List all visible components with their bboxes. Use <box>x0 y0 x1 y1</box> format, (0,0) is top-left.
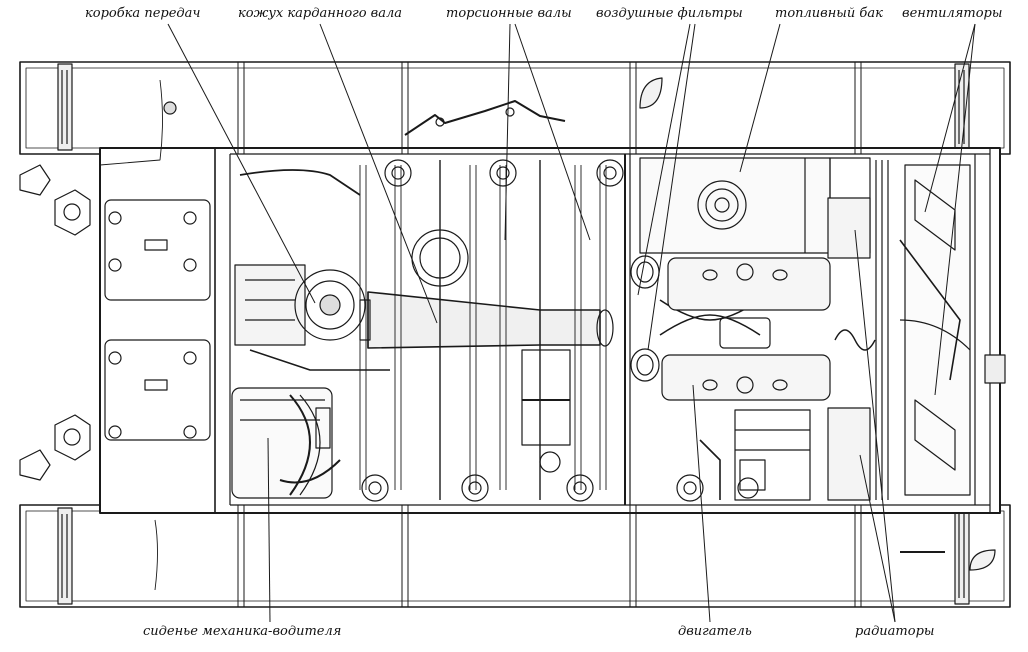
fans <box>899 164 1006 496</box>
label-fans: вентиляторы <box>902 6 1003 21</box>
lower-fender <box>19 504 1011 608</box>
leader-lines <box>167 23 976 623</box>
label-torsion-bars: торсионные валы <box>446 6 572 21</box>
frame-ribs <box>237 62 862 607</box>
label-fuel-tank: топливный бак <box>775 6 883 21</box>
torsion-bars <box>359 160 607 500</box>
label-engine: двигатель <box>678 624 752 639</box>
radiators <box>827 160 889 501</box>
label-radiators: радиаторы <box>855 624 935 639</box>
front-plate <box>19 79 211 481</box>
label-driveshaft-casing: кожух карданного вала <box>238 6 403 21</box>
gearbox <box>234 169 390 371</box>
driver-seat <box>231 387 341 499</box>
engine <box>661 257 831 501</box>
suspension-bearings <box>361 159 759 502</box>
label-gearbox: коробка передач <box>85 6 201 21</box>
label-driver-seat: сиденье механика-водителя <box>143 624 342 639</box>
label-air-filters: воздушные фильтры <box>596 6 743 21</box>
